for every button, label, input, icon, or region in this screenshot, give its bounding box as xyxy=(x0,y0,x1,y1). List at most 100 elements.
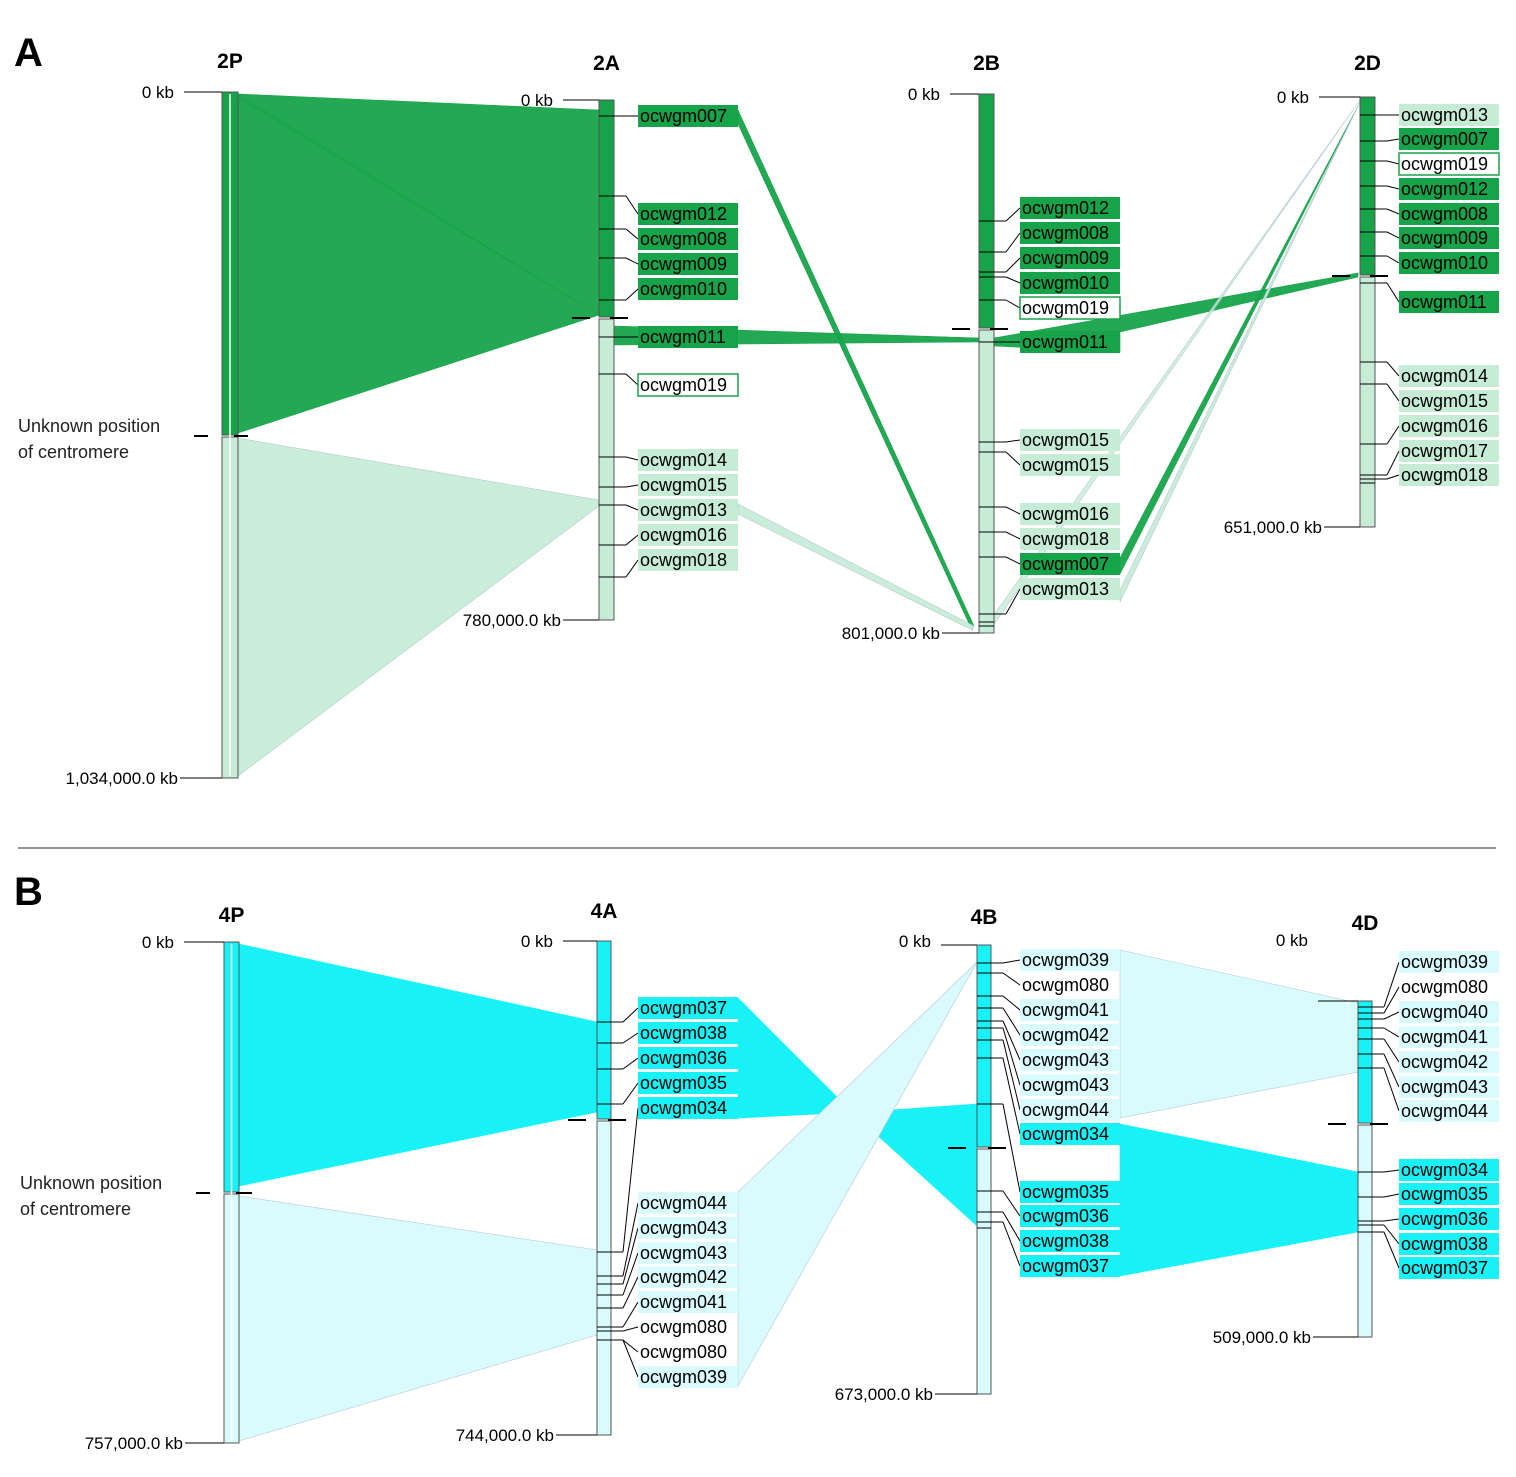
marker-label: ocwgm034 xyxy=(640,1098,727,1118)
marker-connector xyxy=(625,257,639,265)
marker-box xyxy=(1020,553,1120,575)
marker-box xyxy=(638,203,738,225)
marker-connector xyxy=(1386,208,1400,215)
chromosome-short-arm xyxy=(976,944,992,1148)
marker-box xyxy=(1399,1183,1499,1205)
marker-connector xyxy=(1002,1057,1021,1135)
marker-label: ocwgm009 xyxy=(1022,248,1109,268)
start-position-label: 0 kb xyxy=(142,933,174,952)
marker-box xyxy=(638,474,738,496)
marker-label: ocwgm015 xyxy=(1022,455,1109,475)
marker-label: ocwgm036 xyxy=(1401,1209,1488,1229)
marker-label: ocwgm013 xyxy=(1401,105,1488,125)
marker-label: ocwgm017 xyxy=(1401,441,1488,461)
marker-box xyxy=(1399,1026,1499,1048)
marker-label: ocwgm034 xyxy=(1401,1160,1488,1180)
marker-label: ocwgm018 xyxy=(640,550,727,570)
marker-box xyxy=(1020,503,1120,525)
marker-label: ocwgm015 xyxy=(1022,430,1109,450)
marker-connector xyxy=(1005,439,1021,443)
marker-label: ocwgm007 xyxy=(1022,554,1109,574)
marker-connector xyxy=(1383,1224,1400,1245)
marker-connector xyxy=(1386,282,1400,303)
synteny-ribbon xyxy=(1119,1123,1359,1277)
chromosome-title: 4D xyxy=(1352,912,1379,935)
marker-label: ocwgm043 xyxy=(1022,1075,1109,1095)
marker-label: ocwgm035 xyxy=(640,1073,727,1093)
marker-connector xyxy=(1386,425,1400,445)
chromosome-short-arm xyxy=(1357,1000,1373,1124)
marker-connector xyxy=(1005,506,1021,515)
chromosome-long-arm xyxy=(978,329,995,634)
marker-box xyxy=(638,1242,738,1264)
marker-connector xyxy=(1386,185,1400,190)
marker-box xyxy=(638,524,738,546)
marker-connector xyxy=(622,1252,639,1296)
chromosome-title: 4A xyxy=(591,900,618,923)
marker-label: ocwgm012 xyxy=(1022,198,1109,218)
marker-label: ocwgm007 xyxy=(1401,129,1488,149)
end-position-label: 651,000.0 kb xyxy=(1224,518,1322,537)
marker-connector xyxy=(625,228,639,240)
marker-label: ocwgm039 xyxy=(1022,950,1109,970)
marker-connector xyxy=(1386,160,1400,165)
marker-box xyxy=(638,1266,738,1288)
end-position-label: 780,000.0 kb xyxy=(463,611,561,630)
marker-label: ocwgm011 xyxy=(1022,332,1108,352)
marker-connector xyxy=(1002,1039,1021,1111)
marker-label: ocwgm013 xyxy=(640,500,727,520)
chromosome-short-arm xyxy=(598,99,615,318)
marker-box xyxy=(638,278,738,300)
marker-label: ocwgm009 xyxy=(640,254,727,274)
marker-label: ocwgm011 xyxy=(1401,292,1487,312)
marker-connector xyxy=(625,484,639,488)
marker-label: ocwgm010 xyxy=(1401,253,1488,273)
centromere-caption: Unknown position xyxy=(20,1173,162,1193)
marker-label: ocwgm019 xyxy=(1401,154,1488,174)
marker-box xyxy=(638,1072,738,1094)
marker-label: ocwgm044 xyxy=(1022,1100,1109,1120)
marker-label: ocwgm041 xyxy=(1401,1027,1488,1047)
marker-box xyxy=(1020,272,1120,294)
marker-label: ocwgm016 xyxy=(1022,504,1109,524)
marker-label: ocwgm038 xyxy=(1401,1234,1488,1254)
end-position-label: 757,000.0 kb xyxy=(85,1434,183,1453)
marker-box xyxy=(1399,951,1499,973)
chromosome-title: 2D xyxy=(1354,52,1381,75)
chromosome-short-arm xyxy=(978,93,995,329)
marker-box xyxy=(638,1217,738,1239)
start-position-label: 0 kb xyxy=(908,85,940,104)
marker-label: ocwgm036 xyxy=(640,1048,727,1068)
marker-connector xyxy=(1005,299,1021,309)
marker-box xyxy=(1020,247,1120,269)
marker-connector xyxy=(625,195,639,215)
synteny-ribbon xyxy=(237,437,600,777)
marker-box xyxy=(638,449,738,471)
marker-box xyxy=(638,997,738,1019)
marker-box xyxy=(1020,222,1120,244)
synteny-ribbon xyxy=(737,109,975,631)
marker-label: ocwgm036 xyxy=(1022,1206,1109,1226)
marker-box xyxy=(638,253,738,275)
marker-connector xyxy=(622,1082,639,1105)
start-position-label: 0 kb xyxy=(521,932,553,951)
marker-box xyxy=(638,549,738,571)
marker-connector xyxy=(1383,1038,1400,1063)
marker-connector xyxy=(1383,1027,1400,1038)
marker-label: ocwgm016 xyxy=(640,525,727,545)
marker-label: ocwgm009 xyxy=(1401,228,1488,248)
marker-box xyxy=(1020,331,1120,353)
marker-label: ocwgm043 xyxy=(640,1218,727,1238)
marker-label: ocwgm038 xyxy=(1022,1231,1109,1251)
marker-box xyxy=(1399,390,1499,412)
marker-connector xyxy=(622,1276,639,1309)
marker-connector xyxy=(1005,207,1021,222)
marker-box xyxy=(1020,1074,1120,1096)
marker-label: ocwgm013 xyxy=(1022,579,1109,599)
marker-connector xyxy=(1002,1020,1021,1061)
marker-box xyxy=(1020,454,1120,476)
start-position-label: 0 kb xyxy=(899,932,931,951)
marker-connector xyxy=(625,534,639,546)
marker-box xyxy=(1399,128,1499,150)
chromosome-title: 2B xyxy=(973,52,1000,75)
